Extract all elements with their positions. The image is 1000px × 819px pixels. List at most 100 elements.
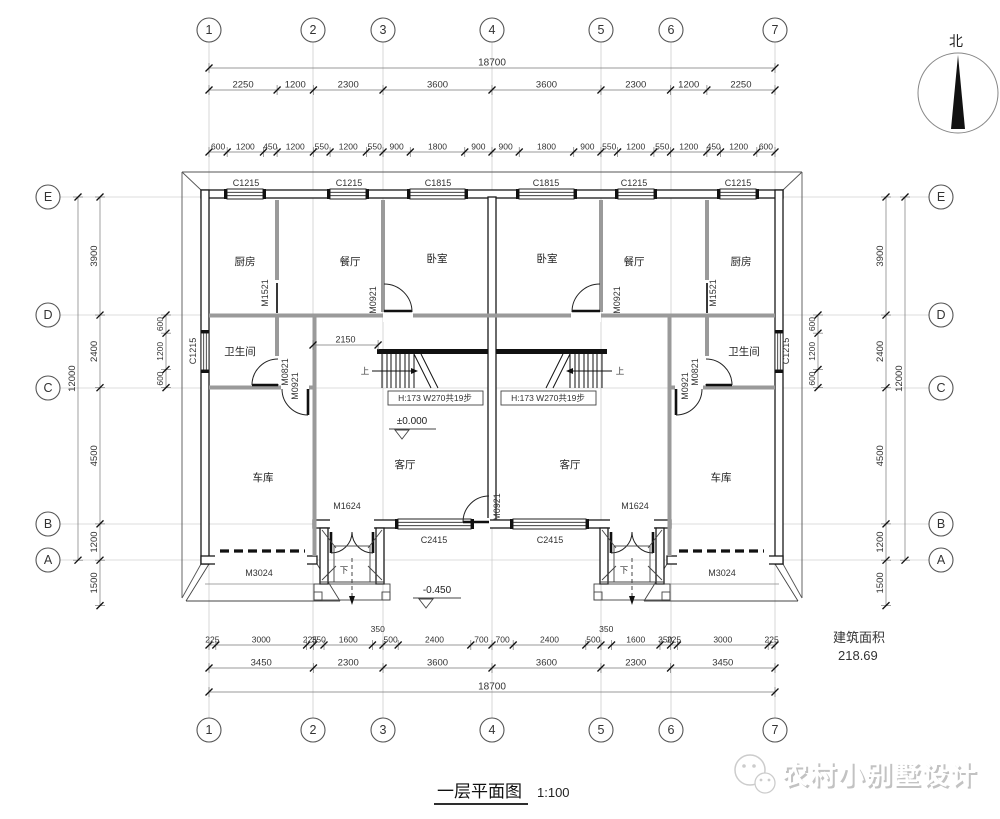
svg-text:700: 700 <box>495 635 509 645</box>
grid-row-label: A <box>44 553 53 567</box>
label-c1815: C1815 <box>425 178 452 188</box>
grid-row-label: E <box>937 190 945 204</box>
svg-text:1200: 1200 <box>678 80 699 91</box>
window-c1815-bedroom-left <box>407 188 468 200</box>
grid-bubbles-right: E D C B A <box>928 184 954 573</box>
door-m0921-south-center <box>462 495 490 524</box>
svg-text:12000: 12000 <box>67 365 78 391</box>
svg-text:2400: 2400 <box>89 341 100 362</box>
porch-down-left: 下 <box>340 565 349 575</box>
grid-bubbles-top: 1 2 3 4 5 6 7 <box>196 17 788 43</box>
area-value: 218.69 <box>838 648 878 663</box>
grid-col-label: 7 <box>772 23 779 37</box>
stair-wall-left <box>377 349 488 354</box>
svg-text:2300: 2300 <box>338 80 359 91</box>
svg-text:1600: 1600 <box>339 635 358 645</box>
svg-text:1600: 1600 <box>626 635 645 645</box>
svg-text:225: 225 <box>764 635 778 645</box>
svg-text:450: 450 <box>707 142 721 152</box>
porch-left <box>313 527 391 605</box>
stair-annotations: 上 上 H:173 W270共19步 H:173 W270共19步 下 下 <box>340 366 629 575</box>
porch-right <box>593 527 671 605</box>
svg-text:500: 500 <box>586 635 600 645</box>
svg-text:350: 350 <box>599 624 613 634</box>
svg-text:700: 700 <box>474 635 488 645</box>
door-m1624-entry-left <box>329 531 375 554</box>
stairs-left <box>372 353 484 406</box>
label-m1521: M1521 <box>708 279 718 307</box>
grid-row-label: C <box>43 381 52 395</box>
label-c1215: C1215 <box>621 178 648 188</box>
level-markers: ±0.000 -0.450 <box>389 416 461 609</box>
svg-text:3600: 3600 <box>427 80 448 91</box>
grid-row-label: D <box>936 308 945 322</box>
svg-text:3000: 3000 <box>252 635 271 645</box>
label-c1215: C1215 <box>233 178 260 188</box>
windows <box>200 188 784 530</box>
grid-col-label: 1 <box>206 723 213 737</box>
svg-text:600: 600 <box>807 371 817 385</box>
label-c1215: C1215 <box>336 178 363 188</box>
door-m0921-bedroom-right <box>571 283 601 313</box>
level-zero-text: ±0.000 <box>397 416 428 427</box>
dim-left-total: 12000 <box>67 193 83 565</box>
label-m1624: M1624 <box>333 501 361 511</box>
label-c2415: C2415 <box>537 535 564 545</box>
window-c1215-kitchen-right <box>717 188 759 200</box>
svg-text:18700: 18700 <box>478 682 506 693</box>
window-c2415-living-right <box>510 518 589 530</box>
stair-up-left: 上 <box>361 366 370 376</box>
stair-note-left: H:173 W270共19步 <box>398 393 472 403</box>
opening-labels: C1215 C1215 C1815 C1815 C1215 C1215 C121… <box>188 178 791 578</box>
svg-text:2300: 2300 <box>625 80 646 91</box>
door-m0921-garage-left <box>281 388 310 416</box>
grid-row-label: C <box>936 381 945 395</box>
svg-text:900: 900 <box>580 142 594 152</box>
grid-row-label: B <box>44 517 52 531</box>
svg-text:3600: 3600 <box>536 80 557 91</box>
grid-col-label: 3 <box>380 723 387 737</box>
svg-text:900: 900 <box>390 142 404 152</box>
label-m0921-garage: M0921 <box>290 372 300 400</box>
grid-row-label: B <box>937 517 945 531</box>
svg-text:1200: 1200 <box>807 342 817 361</box>
dim-right-total: 12000 <box>894 193 910 565</box>
svg-text:1200: 1200 <box>875 531 886 552</box>
label-m1521: M1521 <box>260 279 270 307</box>
svg-text:2300: 2300 <box>625 658 646 669</box>
svg-text:225: 225 <box>205 635 219 645</box>
room-bathroom-right: 卫生间 <box>728 345 760 358</box>
svg-text:550: 550 <box>602 142 616 152</box>
watermark: 农村小别墅设计 农村小别墅设计 <box>734 754 980 794</box>
stairs-right <box>500 353 612 406</box>
label-c1215-side: C1215 <box>781 338 791 365</box>
north-arrow: 北 <box>917 33 999 134</box>
door-m0921-garage-right <box>674 388 703 416</box>
svg-text:600: 600 <box>155 371 165 385</box>
svg-text:1200: 1200 <box>286 142 305 152</box>
label-m0921-garage: M0921 <box>680 372 690 400</box>
grid-col-label: 6 <box>668 723 675 737</box>
room-bathroom-left: 卫生间 <box>224 345 256 358</box>
svg-text:3450: 3450 <box>251 658 272 669</box>
roof-eave-outline <box>181 171 803 599</box>
svg-text:3450: 3450 <box>712 658 733 669</box>
svg-text:12000: 12000 <box>894 365 905 391</box>
svg-text:2150: 2150 <box>336 335 356 345</box>
label-c2415: C2415 <box>421 535 448 545</box>
room-living-right: 客厅 <box>560 458 581 471</box>
north-circle <box>917 52 999 134</box>
stair-wall-right <box>496 349 607 354</box>
door-m0821-bath-right <box>705 358 733 387</box>
svg-text:550: 550 <box>315 142 329 152</box>
watermark-text-shadow: 农村小别墅设计 <box>783 762 980 792</box>
svg-text:450: 450 <box>263 142 277 152</box>
label-c1215: C1215 <box>725 178 752 188</box>
grid-col-label: 7 <box>772 723 779 737</box>
watermark-text: 农村小别墅设计 <box>781 760 978 790</box>
svg-text:2400: 2400 <box>875 341 886 362</box>
